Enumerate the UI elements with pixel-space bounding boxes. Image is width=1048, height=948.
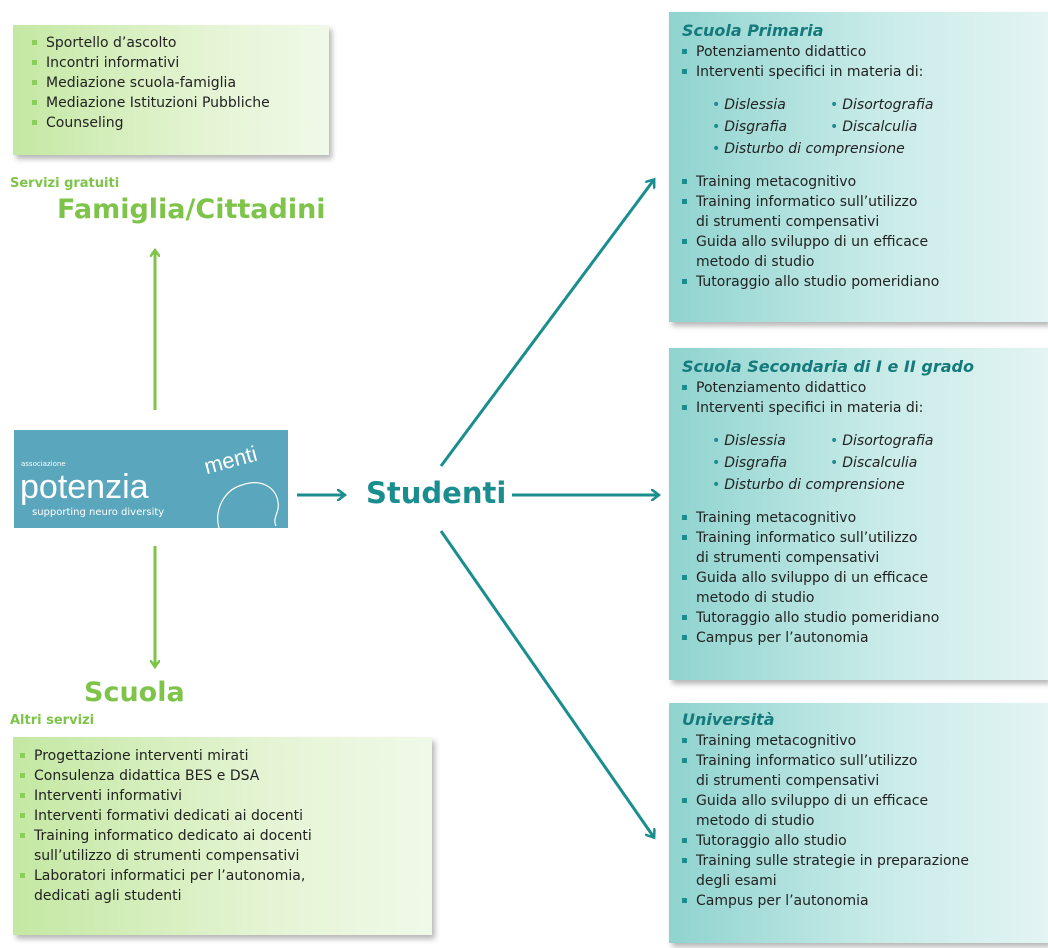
list-item: Training sulle strategie in preparazione… xyxy=(682,851,1048,891)
disorder-item: Dislessia xyxy=(712,430,830,452)
list-item: Mediazione Istituzioni Pubbliche xyxy=(32,93,329,113)
list-item: Interventi specifici in materia di: xyxy=(682,62,1048,82)
famiglia-services-box: Sportello d’ascolto Incontri informativi… xyxy=(13,25,329,155)
list-item: Training metacognitivo xyxy=(682,172,1048,192)
universita-list: Training metacognitivo Training informat… xyxy=(682,731,1048,911)
list-item: Incontri informativi xyxy=(32,53,329,73)
list-item: Tutoraggio allo studio pomeridiano xyxy=(682,608,1048,628)
list-item: Sportello d’ascolto xyxy=(32,33,329,53)
arrow-to-primaria xyxy=(439,181,653,467)
list-item: Mediazione scuola-famiglia xyxy=(32,73,329,93)
famiglia-title: Famiglia/Cittadini xyxy=(57,194,326,225)
primaria-disorders: Dislessia Disortografia Disgrafia Discal… xyxy=(712,94,1048,160)
primaria-title: Scuola Primaria xyxy=(682,21,824,40)
scuola-label: Altri servizi xyxy=(10,713,95,728)
studenti-title: Studenti xyxy=(366,476,507,510)
disorder-item: Disgrafia xyxy=(712,116,830,138)
primaria-list-top: Potenziamento didattico Interventi speci… xyxy=(682,42,1048,82)
universita-title: Università xyxy=(682,710,775,729)
list-item: Potenziamento didattico xyxy=(682,42,1048,62)
famiglia-services-list: Sportello d’ascolto Incontri informativi… xyxy=(32,33,329,133)
secondaria-title: Scuola Secondaria di I e II grado xyxy=(682,357,974,376)
list-item: Training informatico dedicato ai docenti… xyxy=(20,826,432,866)
list-item: Consulenza didattica BES e DSA xyxy=(20,766,432,786)
primaria-box: Scuola Primaria Potenziamento didattico … xyxy=(669,12,1048,322)
secondaria-list-bottom: Training metacognitivo Training informat… xyxy=(682,508,1048,648)
disorder-item: Discalculia xyxy=(830,452,970,474)
list-item: Counseling xyxy=(32,113,329,133)
list-item: Training metacognitivo xyxy=(682,508,1048,528)
scuola-title: Scuola xyxy=(84,677,185,708)
disorder-item: Dislessia xyxy=(712,94,830,116)
potenziamenti-logo: associazione potenzia menti supporting n… xyxy=(14,430,288,528)
list-item: Tutoraggio allo studio xyxy=(682,831,1048,851)
primaria-list-bottom: Training metacognitivo Training informat… xyxy=(682,172,1048,292)
disorder-item: Discalculia xyxy=(830,116,970,138)
famiglia-label: Servizi gratuiti xyxy=(10,176,120,191)
arrow-to-universita xyxy=(439,530,653,836)
scuola-services-box: Progettazione interventi mirati Consulen… xyxy=(13,737,432,935)
list-item: Laboratori informatici per l’autonomia,d… xyxy=(20,866,432,906)
list-item: Tutoraggio allo studio pomeridiano xyxy=(682,272,1048,292)
secondaria-box: Scuola Secondaria di I e II grado Potenz… xyxy=(669,348,1048,680)
head-profile-icon xyxy=(217,482,279,528)
list-item: Potenziamento didattico xyxy=(682,378,1048,398)
disorder-item: Disturbo di comprensione xyxy=(712,138,970,160)
list-item: Interventi specifici in materia di: xyxy=(682,398,1048,418)
list-item: Interventi informativi xyxy=(20,786,432,806)
list-item: Campus per l’autonomia xyxy=(682,891,1048,911)
disorder-item: Disturbo di comprensione xyxy=(712,474,970,496)
disorder-item: Disgrafia xyxy=(712,452,830,474)
secondaria-disorders: Dislessia Disortografia Disgrafia Discal… xyxy=(712,430,1048,496)
list-item: Campus per l’autonomia xyxy=(682,628,1048,648)
list-item: Interventi formativi dedicati ai docenti xyxy=(20,806,432,826)
universita-box: Università Training metacognitivo Traini… xyxy=(669,703,1048,943)
scuola-services-list: Progettazione interventi mirati Consulen… xyxy=(20,746,432,906)
list-item: Training metacognitivo xyxy=(682,731,1048,751)
secondaria-list-top: Potenziamento didattico Interventi speci… xyxy=(682,378,1048,418)
list-item: Progettazione interventi mirati xyxy=(20,746,432,766)
disorder-item: Disortografia xyxy=(830,94,970,116)
disorder-item: Disortografia xyxy=(830,430,970,452)
